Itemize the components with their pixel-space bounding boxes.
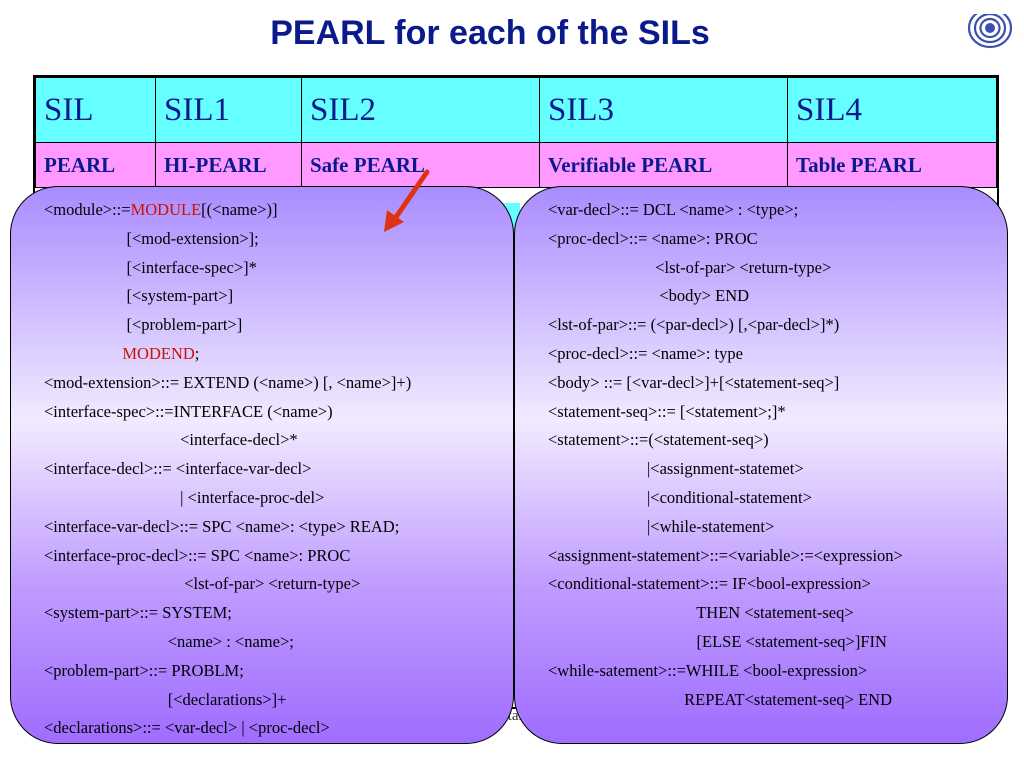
table-header-row: SIL SIL1 SIL2 SIL3 SIL4 bbox=[35, 77, 997, 143]
grammar-line: <interface-spec>::=INTERFACE (<name>) bbox=[44, 401, 333, 421]
grammar-line: <lst-of-par> <return-type> bbox=[548, 257, 832, 277]
grammar-line: | <interface-proc-del> bbox=[44, 487, 325, 507]
grammar-line: <interface-proc-decl>::= SPC <name>: PRO… bbox=[44, 545, 351, 565]
grammar-line: <mod-extension>::= EXTEND (<name>) [, <n… bbox=[44, 372, 412, 392]
university-logo-icon bbox=[964, 4, 1016, 49]
grammar-line: <lst-of-par>::= (<par-decl>) [,<par-decl… bbox=[548, 315, 840, 335]
keyword: MODEND bbox=[122, 343, 195, 363]
grammar-line: <name> : <name>; bbox=[44, 631, 294, 651]
table-header-cell: SIL bbox=[35, 77, 156, 143]
table-header-cell: SIL1 bbox=[155, 77, 302, 143]
grammar-line: [<interface-spec>]* bbox=[44, 257, 257, 277]
grammar-line: |<conditional-statement> bbox=[548, 487, 812, 507]
table-header-cell: SIL4 bbox=[787, 77, 997, 143]
grammar-line: MODEND; bbox=[122, 343, 200, 363]
grammar-line: <problem-part>::= PROBLM; bbox=[44, 660, 244, 680]
grammar-line: <body> ::= [<var-decl>]+[<statement-seq>… bbox=[548, 372, 840, 392]
table-cell: HI-PEARL bbox=[155, 142, 302, 188]
grammar-line: <proc-decl>::= <name>: type bbox=[548, 343, 743, 363]
grammar-line: <var-decl>::= DCL <name> : <type>; bbox=[548, 200, 799, 219]
slide-title: PEARL for each of the SILs bbox=[270, 14, 710, 52]
grammar-line: |<while-statement> bbox=[548, 516, 775, 536]
grammar-line: <declarations>::= <var-decl> | <proc-dec… bbox=[44, 718, 330, 738]
red-arrow-icon bbox=[384, 169, 430, 232]
grammar-line: <interface-var-decl>::= SPC <name>: <typ… bbox=[44, 516, 400, 536]
grammar-line: <statement>::=(<statement-seq>) bbox=[548, 430, 769, 450]
keyword: MODULE bbox=[130, 200, 202, 219]
grammar-line: [ELSE <statement-seq>]FIN bbox=[548, 631, 887, 651]
table-header-cell: SIL2 bbox=[301, 77, 540, 143]
grammar-line: |<assignment-statemet> bbox=[548, 459, 804, 479]
grammar-line: [<system-part>] bbox=[44, 286, 234, 306]
table-cell: Verifiable PEARL bbox=[539, 142, 788, 188]
grammar-line: <module>::=MODULE[(<name>)] bbox=[44, 200, 278, 219]
grammar-line: <statement-seq>::= [<statement>;]* bbox=[548, 401, 786, 421]
grammar-line: [<mod-extension>]; bbox=[44, 228, 259, 248]
grammar-line: <interface-decl>::= <interface-var-decl> bbox=[44, 459, 312, 479]
grammar-line: THEN <statement-seq> bbox=[548, 603, 854, 623]
grammar-line: <assignment-statement>::=<variable>:=<ex… bbox=[548, 545, 903, 565]
grammar-line: <lst-of-par> <return-type> bbox=[44, 574, 361, 594]
grammar-line: <proc-decl>::= <name>: PROC bbox=[548, 228, 758, 248]
grammar-line: <body> END bbox=[548, 286, 750, 306]
left-grammar-panel: <module>::=MODULE[(<name>)] [<mod-extens… bbox=[10, 186, 514, 744]
grammar-line: <interface-decl>* bbox=[44, 430, 298, 450]
grammar-line: <while-satement>::=WHILE <bool-expressio… bbox=[548, 660, 868, 680]
right-grammar-panel: <var-decl>::= DCL <name> : <type>; <proc… bbox=[514, 186, 1008, 744]
grammar-line: [<declarations>]+ bbox=[44, 689, 287, 709]
grammar-line: [<problem-part>] bbox=[44, 315, 243, 335]
table-header-cell: SIL3 bbox=[539, 77, 788, 143]
table-row: PEARL HI-PEARL Safe PEARL Verifiable PEA… bbox=[35, 142, 997, 188]
table-cell: Table PEARL bbox=[787, 142, 997, 188]
grammar-line: <system-part>::= SYSTEM; bbox=[44, 603, 232, 623]
grammar-line: <conditional-statement>::= IF<bool-expre… bbox=[548, 574, 871, 594]
grammar-line: REPEAT<statement-seq> END bbox=[548, 689, 892, 709]
table-cell: PEARL bbox=[35, 142, 156, 188]
